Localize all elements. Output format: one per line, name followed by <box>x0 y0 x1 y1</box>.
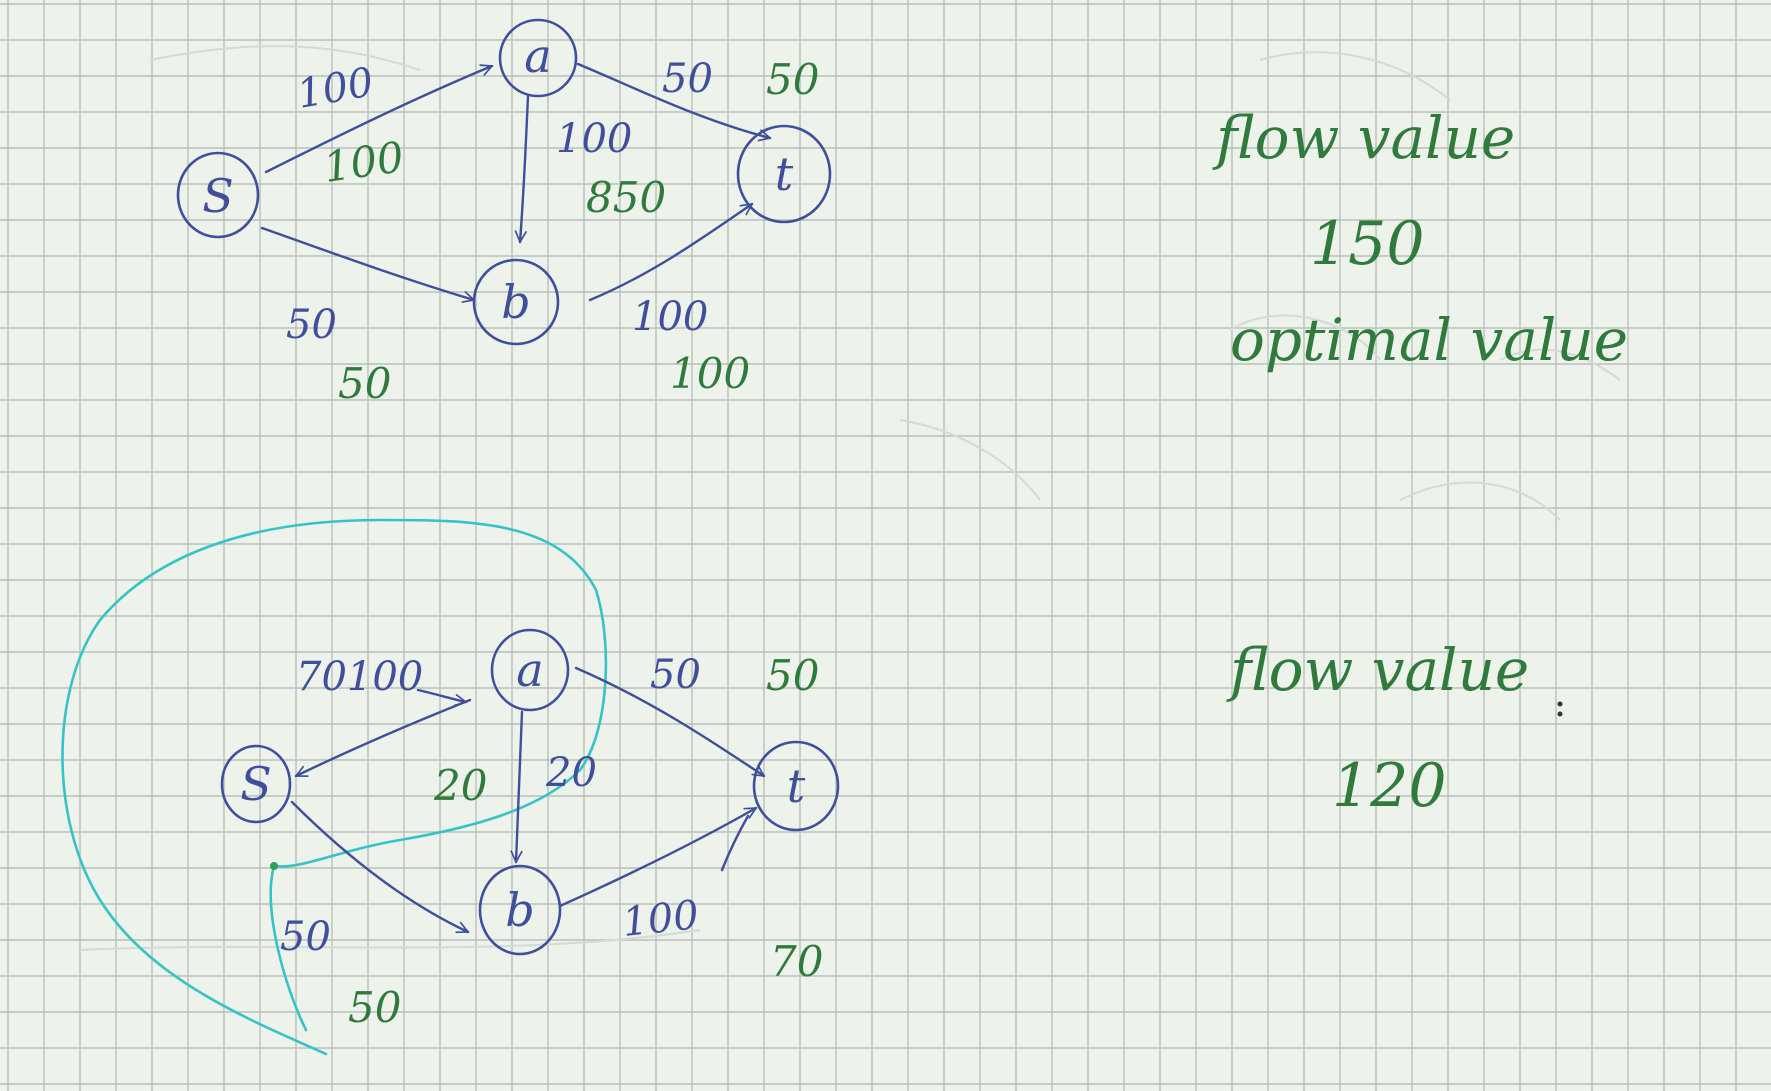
edge-a-s-bottom <box>296 698 472 778</box>
flow-b-t-bottom: 70 <box>770 937 823 986</box>
edge-b-t-tick <box>720 814 750 872</box>
capacity-s-a: 100 <box>294 59 377 118</box>
flow-value-label-bottom: flow value <box>1226 636 1529 704</box>
node-b-bottom-label: b <box>505 883 534 937</box>
edge-s-a <box>264 66 492 174</box>
capacity-b-t: 100 <box>632 294 708 340</box>
flow-value-bottom: 120 <box>1332 751 1447 821</box>
flow-a-t-bottom: 50 <box>766 651 819 700</box>
capacity-a-b: 100 <box>556 116 632 162</box>
node-s: S <box>176 151 260 239</box>
node-s-label: S <box>202 169 234 223</box>
edge-b-t-bottom <box>558 806 756 908</box>
capacity-s-b: 50 <box>286 302 337 348</box>
flow-network-bottom: S a b t 70100 50 20 50 100 50 20 50 70 <box>61 518 840 1056</box>
optimal-value-label: optimal value <box>1230 306 1628 374</box>
node-a: a <box>498 18 578 98</box>
flow-s-a: 100 <box>321 132 407 192</box>
node-a-bottom-label: a <box>516 643 543 697</box>
node-a-bottom: a <box>490 628 570 712</box>
edge-a-b-bottom <box>516 710 524 862</box>
capacity-s-b-bottom: 50 <box>280 914 331 960</box>
node-s-bottom-label: S <box>240 757 272 811</box>
cut-curve-tail <box>269 864 308 1032</box>
capacity-b-t-bottom: 100 <box>620 892 701 946</box>
edge-s-b <box>260 226 474 300</box>
bleed-through-marks <box>79 45 1621 951</box>
edge-b-s-bottom <box>290 800 468 934</box>
capacity-a-b-bottom: 20 <box>545 750 597 796</box>
flow-a-b-bottom: 20 <box>433 761 487 810</box>
cut-marker-dot <box>270 862 278 870</box>
edge-b-t <box>588 202 752 302</box>
node-t-bottom-label: t <box>787 759 806 813</box>
flow-b-t: 100 <box>670 349 750 398</box>
edge-s-a-bottom <box>416 688 466 702</box>
node-a-label: a <box>524 29 551 83</box>
edge-a-b <box>520 94 530 242</box>
node-t-bottom: t <box>752 740 840 832</box>
ink-dot <box>1557 711 1563 717</box>
flow-a-b: 850 <box>586 173 666 222</box>
edge-a-t-bottom <box>574 666 764 778</box>
node-t-label: t <box>775 147 794 201</box>
node-t: t <box>736 124 832 224</box>
flow-s-b-bottom: 50 <box>348 983 401 1032</box>
node-s-bottom: S <box>220 744 292 824</box>
flow-s-b: 50 <box>338 359 391 408</box>
node-b: b <box>472 258 560 346</box>
node-b-bottom: b <box>478 864 562 956</box>
notes-bottom: flow value 120 <box>1226 636 1563 821</box>
notes-top: flow value 150 optimal value <box>1212 104 1628 374</box>
cut-curve <box>61 518 608 1056</box>
capacity-a-t: 50 <box>662 56 713 102</box>
node-b-label: b <box>501 275 530 329</box>
flow-value-top: 150 <box>1310 209 1425 279</box>
flow-network-top: S a b t 100 50 100 50 100 100 50 850 50 … <box>176 18 832 408</box>
ink-dot <box>1557 701 1563 707</box>
capacity-a-t-bottom: 50 <box>650 652 701 698</box>
flow-value-label-top: flow value <box>1212 104 1515 172</box>
flow-a-t: 50 <box>766 55 819 104</box>
edge-a-t <box>576 62 770 138</box>
capacity-s-a-bottom: 70100 <box>296 654 423 700</box>
